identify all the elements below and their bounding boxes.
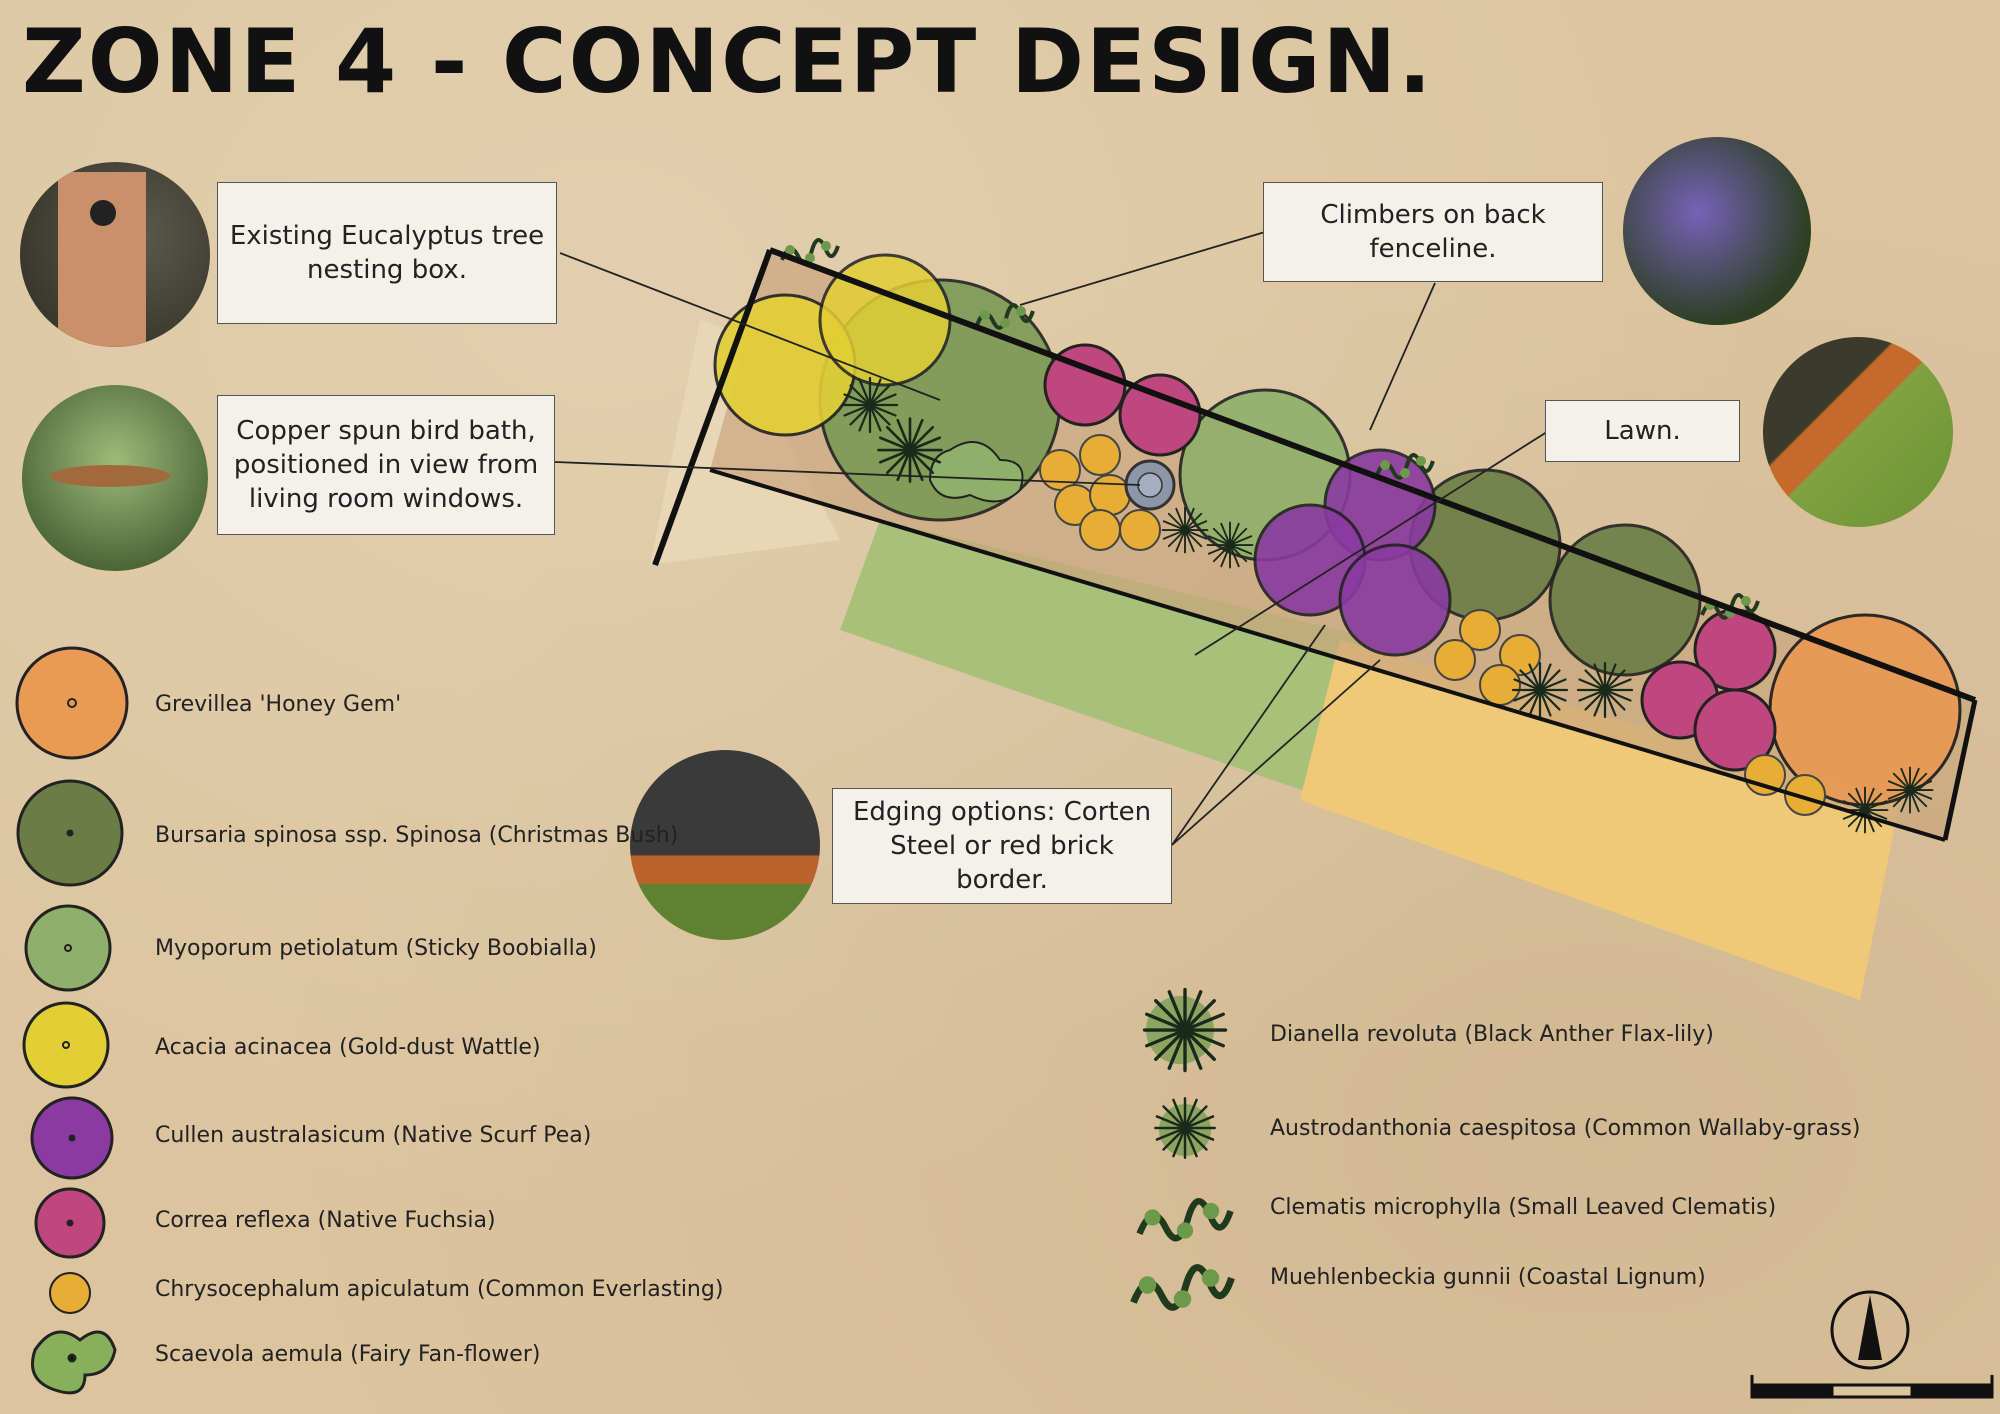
legend-label-correa: Correa reflexa (Native Fuchsia) <box>155 1208 496 1233</box>
bird-bath-photo <box>22 385 208 571</box>
legend-label-bursaria: Bursaria spinosa ssp. Spinosa (Christmas… <box>155 823 679 848</box>
legend-label-muehlenbeckia: Muehlenbeckia gunnii (Coastal Lignum) <box>1270 1265 1706 1290</box>
corten-edging-lawn-photo <box>1763 337 1953 527</box>
scale-bar <box>1750 1375 1994 1399</box>
legend-label-myoporum: Myoporum petiolatum (Sticky Boobialla) <box>155 936 597 961</box>
legend-label-chrysocephalum: Chrysocephalum apiculatum (Common Everla… <box>155 1277 724 1302</box>
legend-label-cullen: Cullen australasicum (Native Scurf Pea) <box>155 1123 592 1148</box>
legend-label-clematis: Clematis microphylla (Small Leaved Clema… <box>1270 1195 1777 1220</box>
callout-edging: Edging options: Corten Steel or red bric… <box>832 788 1172 904</box>
legend-right-icons <box>1134 987 1232 1308</box>
legend-label-grevillea: Grevillea 'Honey Gem' <box>155 692 402 717</box>
callout-nesting-box: Existing Eucalyptus tree nesting box. <box>217 182 557 324</box>
page-title: ZONE 4 - CONCEPT DESIGN. <box>22 10 1434 113</box>
legend-label-acacia: Acacia acinacea (Gold-dust Wattle) <box>155 1035 541 1060</box>
callout-climbers: Climbers on back fenceline. <box>1263 182 1603 282</box>
legend-label-austrodanthonia: Austrodanthonia caespitosa (Common Walla… <box>1270 1116 1861 1141</box>
legend-left-swatches <box>15 646 129 1395</box>
path-area <box>1300 640 1900 1000</box>
lawn-area <box>840 520 1380 800</box>
callout-bird-bath: Copper spun bird bath, positioned in vie… <box>217 395 555 535</box>
callout-lawn: Lawn. <box>1545 400 1740 462</box>
legend-label-scaevola: Scaevola aemula (Fairy Fan-flower) <box>155 1342 541 1367</box>
nesting-box-photo <box>20 162 210 347</box>
legend-label-dianella: Dianella revoluta (Black Anther Flax-lil… <box>1270 1022 1714 1047</box>
north-arrow-icon <box>1830 1290 1910 1370</box>
climber-flowers-photo <box>1623 137 1811 325</box>
garden-edging-photo <box>630 750 820 940</box>
